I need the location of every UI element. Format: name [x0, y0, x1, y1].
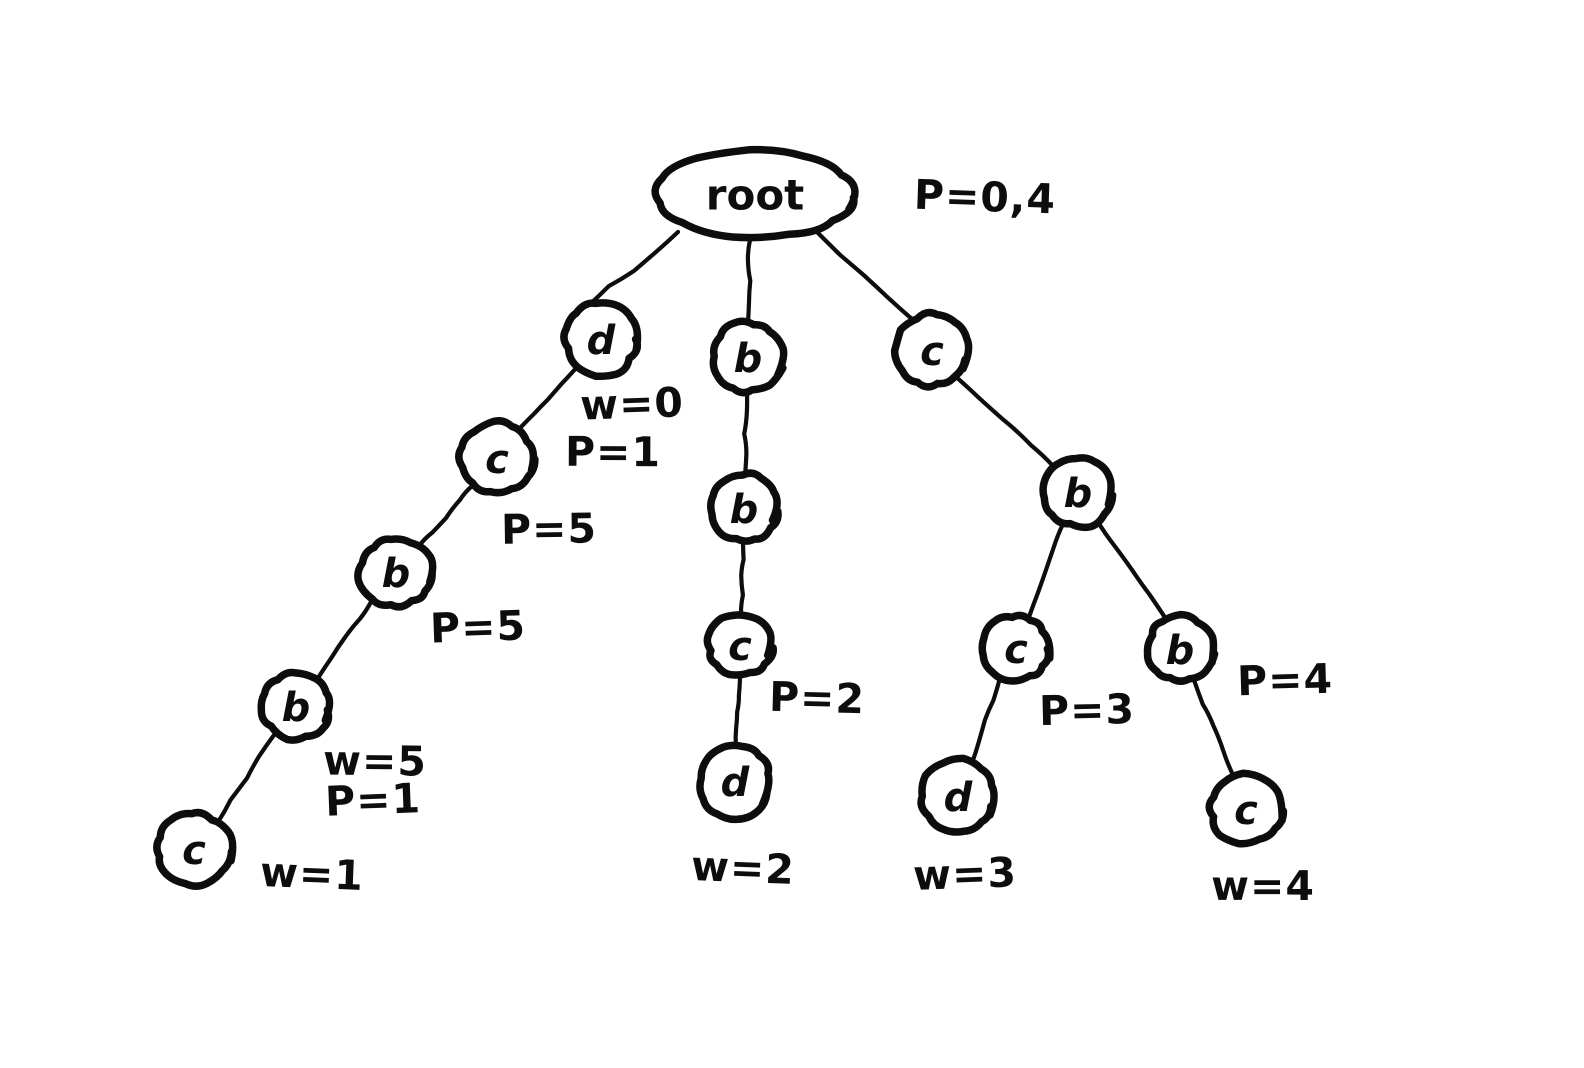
tree-node-b[interactable]: b [257, 668, 334, 744]
tree-edge [742, 388, 750, 479]
annotations-layer: P=0,4w=0P=1P=5P=5w=5P=1w=1P=2w=2P=3w=3P=… [259, 171, 1333, 910]
tree-node-b[interactable]: b [354, 535, 437, 611]
node-circle [560, 299, 642, 381]
tree-edge [733, 675, 743, 750]
node-label: d [587, 318, 616, 364]
tree-edge [585, 229, 681, 309]
node-label: c [485, 437, 509, 483]
node-label: c [920, 329, 944, 375]
tree-node-d[interactable]: d [560, 299, 642, 381]
node-circle [696, 741, 773, 824]
node-label: b [1064, 471, 1093, 517]
node-circle [153, 808, 237, 890]
tree-edge [952, 373, 1057, 470]
node-circle [890, 308, 973, 391]
tree-node-root[interactable]: root [651, 145, 859, 242]
node-circle [707, 469, 782, 545]
nodes-layer: root d c b b c b b c d c b c b d c [153, 145, 1288, 890]
annotation-p4: P=4 [1236, 655, 1333, 706]
tree-node-c[interactable]: c [1205, 769, 1288, 848]
tree-node-c[interactable]: c [890, 308, 973, 391]
annotation-p5: P=5 [501, 504, 598, 553]
node-circle [703, 611, 778, 679]
tree-edge [1095, 519, 1169, 622]
tree-node-b[interactable]: b [1039, 454, 1117, 532]
node-label: b [730, 487, 759, 533]
tree-node-d[interactable]: d [917, 754, 998, 836]
node-circle [917, 754, 998, 836]
node-label: c [728, 624, 752, 670]
tree-node-c[interactable]: c [978, 611, 1054, 685]
node-circle [1039, 454, 1117, 532]
root-node-label: root [706, 171, 805, 220]
annotation-p5: P=5 [429, 601, 527, 652]
node-label: b [282, 685, 311, 731]
tree-edge [516, 364, 580, 432]
annotation-p1: P=1 [324, 774, 422, 826]
node-label: b [1166, 628, 1195, 674]
node-circle [455, 417, 539, 497]
tree-node-c[interactable]: c [703, 611, 778, 679]
annotation-w4: w=4 [1211, 862, 1315, 910]
node-circle [1143, 610, 1219, 685]
tree-node-c[interactable]: c [153, 808, 237, 890]
node-circle [978, 611, 1054, 685]
tree-edge [738, 538, 746, 616]
tree-node-d[interactable]: d [696, 741, 773, 824]
tree-edge [315, 597, 375, 681]
tree-edge [416, 483, 475, 549]
tree-edge [1026, 521, 1066, 620]
annotation-w1: w=1 [259, 848, 365, 900]
node-label: d [944, 775, 973, 821]
annotation-p1: P=1 [565, 428, 661, 476]
edges-layer [215, 229, 1236, 825]
tree-node-c[interactable]: c [455, 417, 539, 497]
tree-node-b[interactable]: b [1143, 610, 1219, 685]
tree-node-b[interactable]: b [707, 469, 782, 545]
node-label: b [382, 551, 411, 597]
root-ellipse [651, 145, 859, 242]
tree-edge [215, 732, 277, 825]
tree-edge [1191, 677, 1236, 778]
annotation-w0: w=0 [579, 378, 684, 429]
tree-edge [815, 230, 916, 323]
node-label: c [182, 828, 206, 874]
tree-edge [745, 237, 753, 326]
tree-edge [969, 675, 1003, 766]
node-label: c [1234, 788, 1258, 834]
annotation-w5: w=5 [323, 736, 427, 785]
annotation-w3: w=3 [912, 848, 1017, 900]
node-label: b [734, 336, 763, 382]
annotation-p2: P=2 [768, 673, 865, 723]
node-label: c [1004, 627, 1028, 673]
node-circle [257, 668, 334, 744]
annotation-w2: w=2 [690, 842, 795, 894]
node-label: d [721, 760, 750, 806]
node-circle [1205, 769, 1288, 848]
annotation-p3: P=3 [1038, 685, 1135, 735]
node-circle [709, 317, 788, 397]
annotation-p04: P=0,4 [913, 171, 1057, 224]
tree-node-b[interactable]: b [709, 317, 788, 397]
node-circle [354, 535, 437, 611]
